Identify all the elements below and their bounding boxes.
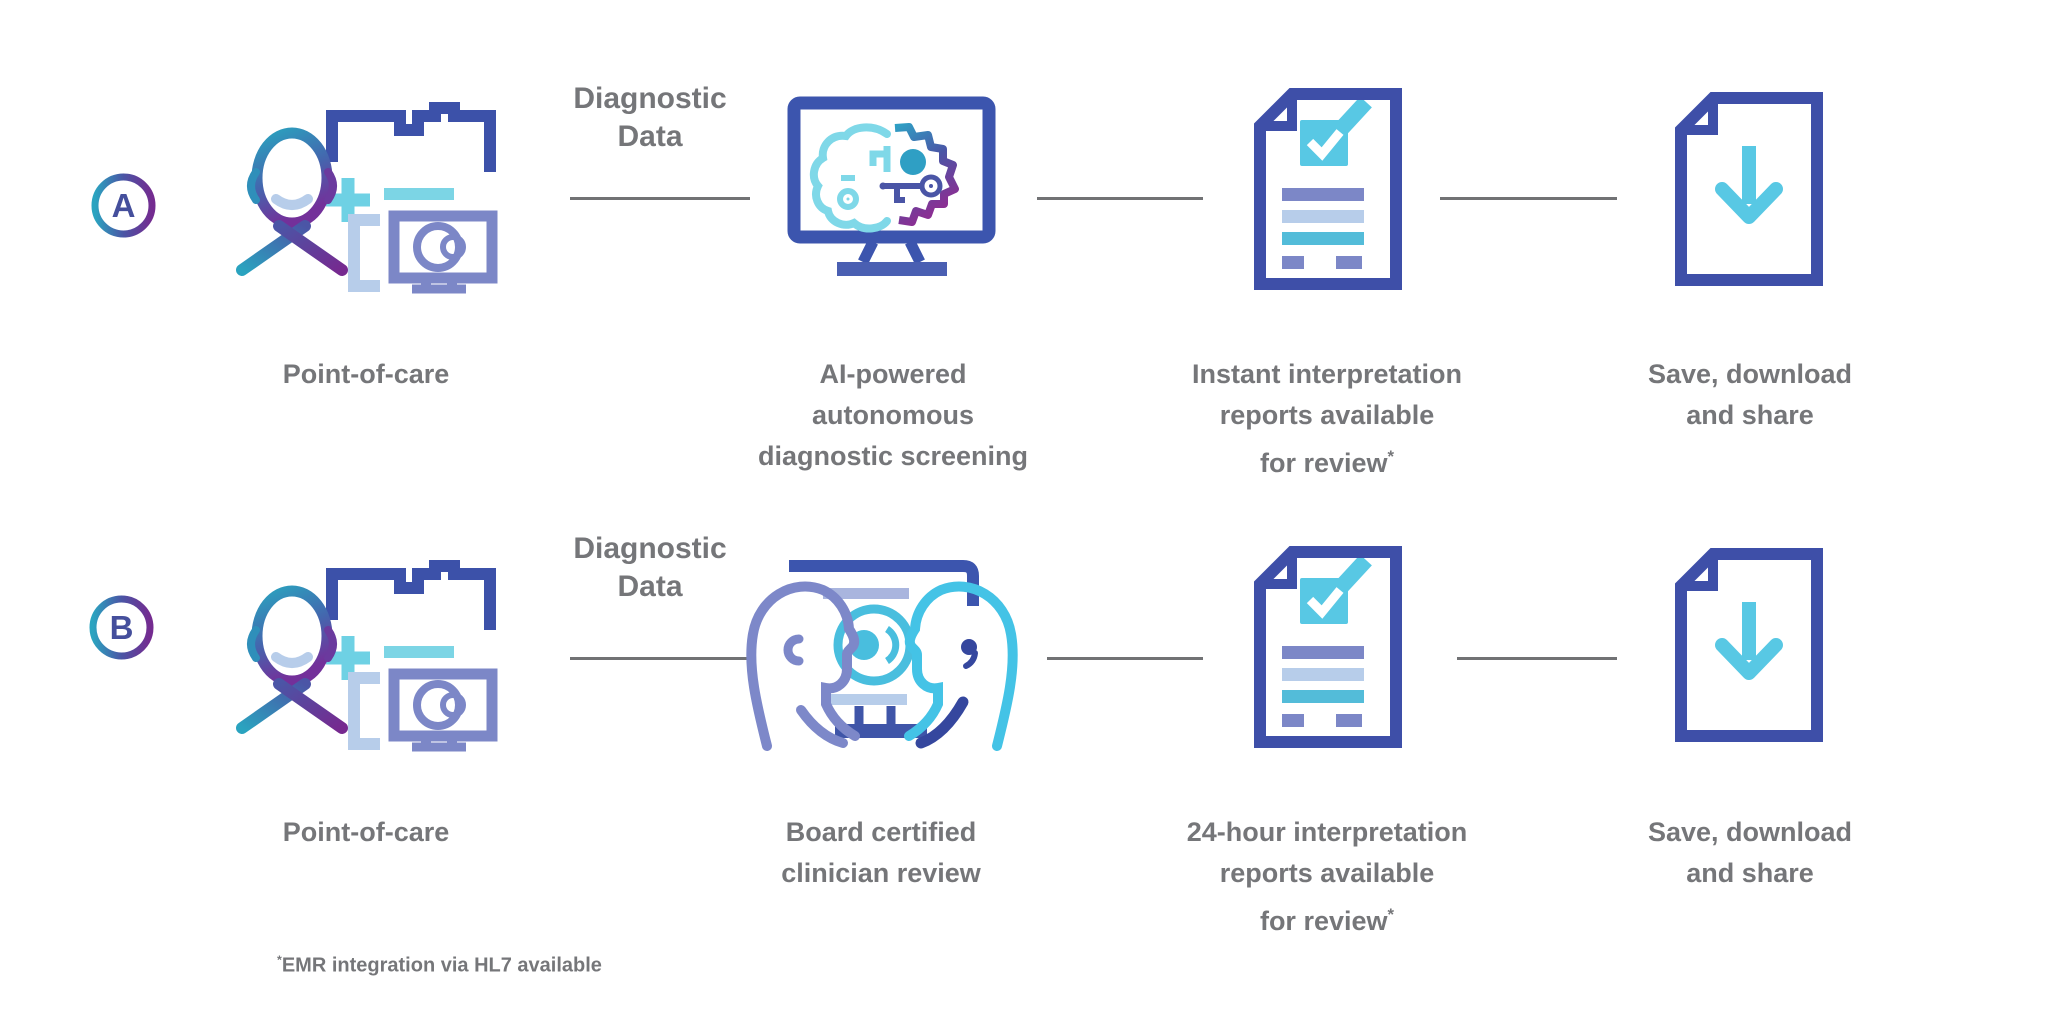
label-line: Instant interpretation [1191, 359, 1463, 389]
flow-label-line: Data [617, 570, 683, 603]
footnote-marker: * [1387, 447, 1395, 466]
row-b-flow-label: Diagnostic Data [573, 530, 726, 606]
download-document-icon [1675, 92, 1823, 286]
clinician-review-icon [746, 560, 1018, 751]
row-b-badge: B [87, 593, 156, 662]
connector-line [570, 197, 750, 200]
row-a-step2-label: AI-powered autonomous diagnostic screeni… [758, 354, 1028, 477]
row-b-step4-label: Save, download and share [1648, 812, 1852, 894]
label-line: for review* [1259, 905, 1395, 936]
download-document-icon [1675, 548, 1823, 742]
label-line: Board certified [785, 817, 977, 847]
footnote-marker: * [1387, 905, 1395, 924]
row-a-badge-letter: A [111, 186, 136, 224]
row-a-badge-circle-icon [91, 173, 156, 238]
row-b-step2-label: Board certified clinician review [781, 812, 981, 894]
label-line: autonomous [811, 400, 974, 430]
row-a-flow-label: Diagnostic Data [573, 80, 726, 156]
label-line: reports available [1219, 400, 1435, 430]
flow-label-line: Diagnostic [573, 532, 727, 565]
label-line: for review* [1259, 447, 1395, 478]
report-checklist-icon [1254, 88, 1402, 290]
label-line: clinician review [781, 858, 981, 888]
connector-line [1037, 197, 1203, 200]
label-line: reports available [1219, 858, 1435, 888]
row-a-step3-label: Instant interpretation reports available… [1192, 354, 1462, 484]
connector-line [1047, 657, 1203, 660]
label-line: diagnostic screening [757, 441, 1029, 471]
row-a-badge: A [89, 171, 158, 240]
connector-line [1440, 197, 1617, 200]
flow-label-line: Diagnostic [573, 82, 727, 115]
label-line: and share [1686, 400, 1814, 430]
row-a-step1-label: Point-of-care [283, 354, 450, 395]
connector-line [570, 657, 750, 660]
connector-line [1457, 657, 1617, 660]
ai-monitor-icon [787, 96, 996, 276]
row-b-step1-label: Point-of-care [283, 812, 450, 853]
label-line: Save, download [1647, 359, 1853, 389]
patient-point-of-care-icon [236, 560, 498, 752]
label-line: Save, download [1647, 817, 1853, 847]
label-line: Point-of-care [282, 359, 450, 389]
patient-point-of-care-icon [236, 102, 498, 294]
footnote-marker: * [277, 953, 282, 967]
label-line: AI-powered [819, 359, 967, 389]
row-b-step3-label: 24-hour interpretation reports available… [1187, 812, 1468, 942]
row-b-badge-circle-icon [89, 595, 154, 660]
label-line: Point-of-care [282, 817, 450, 847]
row-a-step4-label: Save, download and share [1648, 354, 1852, 436]
flow-label-line: Data [617, 120, 683, 153]
footnote: *EMR integration via HL7 available [277, 953, 602, 978]
footnote-text: EMR integration via HL7 available [281, 954, 602, 977]
label-line: and share [1686, 858, 1814, 888]
row-b-badge-letter: B [109, 608, 134, 646]
report-checklist-icon [1254, 546, 1402, 748]
label-line: 24-hour interpretation [1186, 817, 1468, 847]
